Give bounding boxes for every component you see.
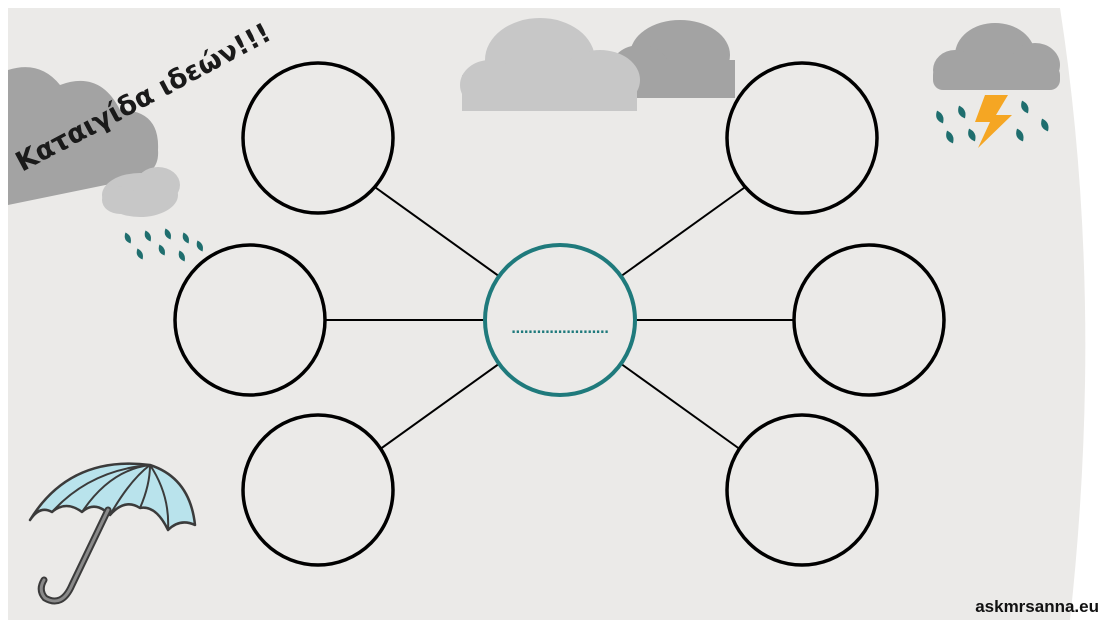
storm-cloud-icon	[933, 23, 1060, 148]
idea-node-middle-left[interactable]	[173, 243, 327, 397]
central-node-placeholder: .......................	[509, 321, 608, 337]
cloud-icon	[460, 18, 735, 111]
central-node[interactable]	[483, 243, 637, 397]
idea-node-top-left[interactable]	[241, 61, 395, 215]
idea-node-bottom-left[interactable]	[241, 413, 395, 567]
idea-node-bottom-right[interactable]	[725, 413, 879, 567]
rain-cloud-icon	[102, 167, 203, 262]
idea-node-top-right[interactable]	[725, 61, 879, 215]
cloud-icon	[8, 67, 159, 206]
idea-node-middle-right[interactable]	[792, 243, 946, 397]
idea-nodes	[173, 61, 946, 567]
watermark: askmrsanna.eu	[975, 597, 1099, 616]
lightning-icon	[975, 95, 1012, 148]
umbrella-icon	[28, 462, 197, 605]
raindrops-icon	[124, 228, 203, 262]
